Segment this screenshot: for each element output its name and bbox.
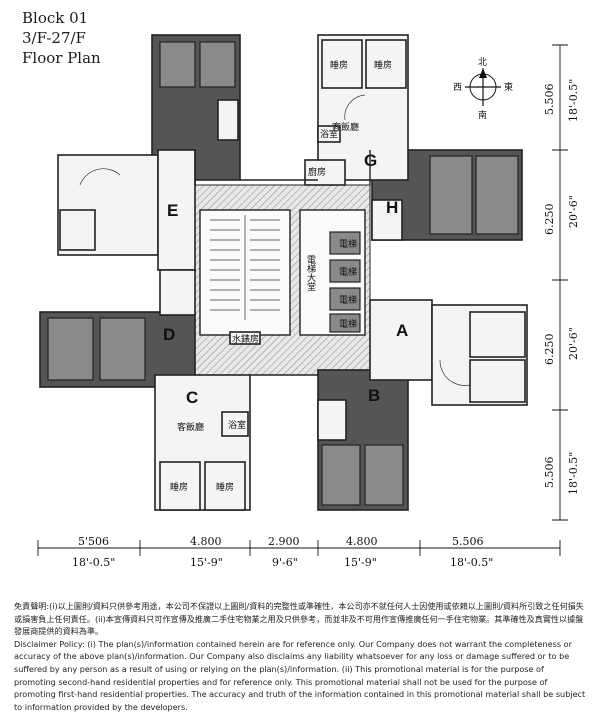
unit-g-bedroom-1	[321, 39, 363, 89]
unit-d-letter: D	[163, 325, 175, 344]
unit-g-bath-label: 浴室	[320, 128, 338, 140]
unit-h-room-2	[475, 155, 519, 235]
unit-g-door-arc	[344, 94, 366, 121]
unit-c-letter: C	[186, 388, 198, 407]
stair-treads	[210, 215, 280, 320]
unit-c-living-label: 客飯廳	[177, 421, 204, 433]
unit-h-room-1	[429, 155, 473, 235]
unit-g-kitchen	[304, 159, 346, 186]
unit-g-bedroom-2	[365, 39, 407, 89]
disclaimer: 免責聲明:(i)以上圖則/資料只供參考用途，本公司不保證以上圖則/資料的完整性或…	[14, 600, 588, 713]
lift-label-2: 電梯	[339, 266, 357, 278]
unit-b: B	[317, 369, 409, 511]
unit-f-room-2	[199, 41, 236, 88]
right-dim-3-imperial: 20'-6"	[567, 327, 580, 360]
unit-a: A	[369, 299, 528, 406]
compass-south: 南	[478, 109, 487, 121]
bottom-dim-4-imperial: 15'-9"	[344, 556, 377, 569]
compass-north: 北	[478, 57, 487, 68]
unit-a-room-1	[469, 311, 526, 358]
unit-c-bed1-label: 睡房	[170, 481, 188, 493]
bottom-dimensions: 5'506 18'-0.5" 4.800 15'-9" 2.900 9'-6" …	[37, 535, 561, 569]
unit-a-letter: A	[396, 321, 408, 340]
bottom-dim-5-imperial: 18'-0.5"	[450, 556, 493, 569]
unit-d-bath	[159, 269, 196, 316]
unit-c-bathroom	[221, 411, 249, 437]
unit-c-bed2-label: 睡房	[216, 481, 234, 493]
unit-a-door-arc	[439, 359, 471, 386]
right-dim-3-metric: 6.250	[543, 334, 556, 366]
bottom-dim-5-metric: 5.506	[452, 535, 484, 548]
right-dim-2-imperial: 20'-6"	[567, 195, 580, 228]
bottom-dim-4-metric: 4.800	[346, 535, 378, 548]
bottom-dim-1-metric: 5'506	[78, 535, 109, 548]
connecting-walls	[194, 150, 371, 376]
lift-shaft-1	[329, 231, 361, 255]
disclaimer-chinese: 免責聲明:(i)以上圖則/資料只供參考用途，本公司不保證以上圖則/資料的完整性或…	[14, 601, 584, 637]
unit-h-bath	[371, 199, 403, 241]
floor-range: 3/F-27/F	[22, 29, 86, 47]
right-dim-2-metric: 6.250	[543, 204, 556, 236]
unit-d-room-1	[47, 317, 94, 381]
unit-a-rooms	[369, 299, 433, 381]
unit-b-letter: B	[368, 386, 380, 405]
unit-d: D	[39, 269, 196, 388]
disclaimer-english: Disclaimer Policy: (i) The plan(s)/infor…	[14, 638, 586, 712]
right-dim-4-imperial: 18'-0.5"	[567, 452, 580, 495]
water-meter-room	[229, 331, 261, 345]
compass-west: 西	[453, 82, 462, 93]
unit-e-letter: E	[167, 201, 178, 220]
bottom-dim-2-imperial: 15'-9"	[190, 556, 223, 569]
unit-g-bathroom	[317, 125, 341, 143]
block-name: Block 01	[22, 9, 89, 27]
unit-f-bath	[217, 99, 239, 141]
unit-h-letter: H	[386, 198, 398, 217]
right-dim-1-imperial: 18'-0.5"	[567, 79, 580, 122]
unit-g-bed2-label: 睡房	[374, 59, 392, 71]
unit-g: 睡房 睡房 客飯廳 浴室 廚房 G	[304, 34, 409, 186]
bottom-dim-2-metric: 4.800	[190, 535, 222, 548]
unit-g-bed1-label: 睡房	[330, 59, 348, 71]
right-dim-1-metric: 5.506	[543, 84, 556, 116]
lift-lobby-label: 電梯大堂	[305, 255, 316, 291]
lift-shaft-4	[329, 313, 361, 333]
unit-c-bedroom-2	[204, 461, 246, 511]
lift-label-3: 電梯	[339, 294, 357, 306]
water-meter-label: 水錶房	[232, 333, 259, 345]
unit-f-room-1	[159, 41, 196, 88]
unit-e: E	[57, 149, 196, 271]
unit-d-room-2	[99, 317, 146, 381]
unit-e-room	[59, 209, 96, 251]
unit-g-living-label: 客飯廳	[332, 121, 359, 133]
compass-icon: 北 南 東 西	[453, 57, 513, 121]
lift-shaft-3	[329, 287, 361, 311]
compass-east: 東	[504, 81, 513, 93]
bottom-dim-1-imperial: 18'-0.5"	[72, 556, 115, 569]
right-dim-4-metric: 5.506	[543, 457, 556, 489]
unit-b-room-2	[364, 444, 404, 506]
unit-c-bath-label: 浴室	[228, 419, 246, 431]
unit-a-room-2	[469, 359, 526, 403]
unit-e-door-arc	[79, 168, 121, 186]
lift-label-1: 電梯	[339, 238, 357, 250]
unit-b-bath	[317, 399, 347, 441]
plan-title: Block 01 3/F-27/F Floor Plan	[22, 8, 101, 68]
floor-plan-drawing: 電梯 電梯 電梯 電梯 電梯大堂 水錶房 F E D C 客飯廳	[37, 34, 580, 569]
unit-g-kitchen-label: 廚房	[308, 166, 326, 178]
plan-type: Floor Plan	[22, 49, 101, 67]
unit-b-room-1	[321, 444, 361, 506]
lift-shaft-2	[329, 259, 361, 283]
lift-label-4: 電梯	[339, 318, 357, 330]
right-dimensions: 5.506 18'-0.5" 6.250 20'-6" 6.250 20'-6"…	[543, 44, 580, 521]
bottom-dim-3-imperial: 9'-6"	[272, 556, 298, 569]
unit-c: C 客飯廳 浴室 睡房 睡房	[154, 374, 251, 511]
unit-c-bedroom-1	[159, 461, 201, 511]
bottom-dim-3-metric: 2.900	[268, 535, 300, 548]
central-core: 電梯 電梯 電梯 電梯 電梯大堂 水錶房	[194, 184, 371, 376]
